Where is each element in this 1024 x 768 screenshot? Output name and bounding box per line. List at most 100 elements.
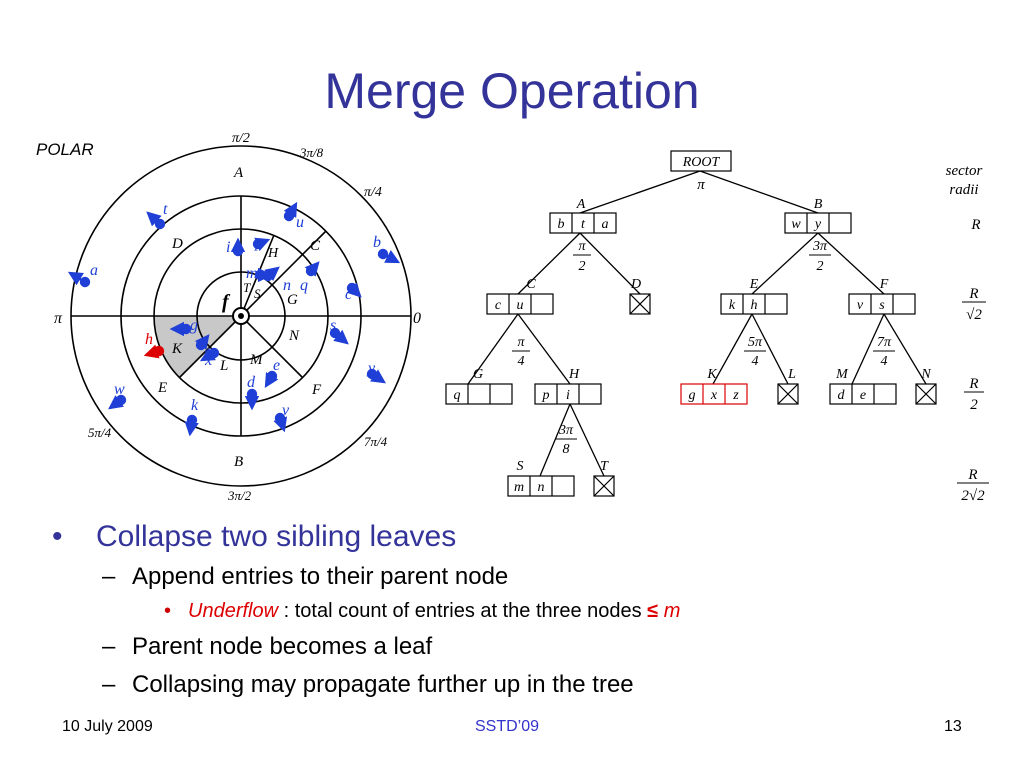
label-t: t: [163, 201, 168, 218]
angle-pi: π: [54, 310, 63, 327]
node-s-label: S: [517, 459, 524, 474]
label-e: e: [273, 357, 280, 374]
svg-text:2: 2: [970, 397, 978, 413]
point-v: [274, 412, 286, 424]
footer-date: 10 July 2009: [62, 718, 153, 735]
bullet-collapse-text: Collapse two sibling leaves: [96, 520, 457, 553]
node-h-entry-2: i: [566, 388, 570, 403]
root-label: ROOT: [682, 155, 721, 170]
svg-text:2: 2: [579, 259, 586, 274]
region-k: K: [171, 341, 183, 357]
point-g: [180, 323, 192, 335]
region-h: H: [267, 246, 279, 261]
point-q: [305, 265, 317, 277]
region-s: S: [254, 286, 261, 301]
bullet-underflow: •Underflow : total count of entries at t…: [164, 600, 681, 622]
region-d: D: [171, 236, 183, 252]
point-i: [232, 245, 244, 257]
node-b-label: B: [814, 197, 823, 212]
node-a-entry-3: a: [602, 217, 609, 232]
node-f-entry-2: s: [879, 298, 885, 313]
node-b-entry-2: y: [813, 217, 822, 232]
angle-5pi-4: 5π/4: [88, 425, 112, 440]
label-p: p: [254, 234, 263, 251]
svg-text:R: R: [968, 376, 978, 392]
node-b-box: [784, 212, 852, 234]
bullet-propagate-text: Collapsing may propagate further up in t…: [132, 671, 634, 698]
bullet-append: –Append entries to their parent node: [102, 563, 509, 590]
node-f-box: [848, 293, 916, 315]
region-c: C: [310, 238, 321, 254]
point-a: [79, 276, 91, 288]
svg-text:R: R: [968, 286, 978, 302]
angle-7pi-4: 7π/4: [364, 434, 388, 449]
node-k-entry-1: g: [689, 388, 696, 403]
point-z: [208, 347, 220, 359]
split-b: 3π 2: [809, 239, 831, 274]
label-h: h: [145, 331, 153, 348]
node-k-label: K: [706, 367, 717, 382]
polar-points: [67, 201, 401, 437]
node-k-entry-2: x: [710, 388, 718, 403]
node-s-entry-1: m: [514, 480, 524, 495]
node-t-label: T: [600, 459, 609, 474]
node-h-entry-1: p: [542, 388, 550, 403]
footer-venue: SSTD’09: [475, 718, 540, 735]
region-e: E: [157, 380, 167, 396]
node-m-entry-1: d: [838, 388, 846, 403]
node-d-label: D: [630, 277, 641, 292]
split-h: 3π 8: [555, 423, 577, 457]
node-c-label: C: [526, 277, 536, 292]
radius-level-2: R √2: [962, 286, 986, 323]
node-g-entry-1: q: [454, 388, 461, 403]
node-m-entry-2: e: [860, 388, 866, 403]
node-a-entry-1: b: [558, 217, 565, 232]
node-a-label: A: [576, 197, 586, 212]
angle-pi-quarter: π/4: [364, 185, 382, 200]
sector-header-2: radii: [949, 182, 978, 198]
footer-page-number: 13: [944, 718, 962, 735]
svg-text:3π: 3π: [558, 423, 574, 438]
region-m: M: [249, 352, 264, 368]
label-q: q: [300, 277, 308, 294]
center-label-f: f: [222, 291, 231, 313]
region-a: A: [233, 165, 244, 181]
label-u: u: [296, 214, 304, 231]
label-w: w: [114, 381, 125, 398]
node-l-label: L: [787, 367, 796, 382]
sector-header-1: sector: [946, 163, 983, 179]
label-y: y: [366, 360, 376, 377]
bullet-parent-leaf: –Parent node becomes a leaf: [102, 633, 433, 660]
label-b: b: [373, 234, 381, 251]
point-s: [329, 327, 341, 339]
node-root-box: [670, 150, 732, 172]
point-y: [366, 368, 378, 380]
svg-text:8: 8: [563, 442, 570, 457]
node-g-label: G: [473, 367, 483, 382]
svg-text:4: 4: [518, 354, 525, 369]
bullet-collapse: •Collapse two sibling leaves: [52, 520, 457, 553]
node-b-entry-1: w: [791, 217, 801, 232]
region-l: L: [219, 358, 228, 374]
svg-text:2: 2: [817, 259, 824, 274]
svg-text:4: 4: [881, 354, 888, 369]
radius-level-3: R 2: [964, 376, 984, 413]
node-f-label: F: [879, 277, 889, 292]
bullet-parent-leaf-text: Parent node becomes a leaf: [132, 633, 433, 660]
point-p: [252, 238, 264, 250]
bullet-append-text: Append entries to their parent node: [132, 563, 509, 590]
node-f-entry-1: v: [857, 298, 864, 313]
underflow-term: Underflow: [188, 600, 279, 622]
node-a-box: [549, 212, 617, 234]
split-c: π 4: [512, 335, 530, 369]
polar-label: POLAR: [36, 140, 94, 159]
node-c-box: [486, 293, 554, 315]
node-e-entry-1: k: [729, 298, 736, 313]
point-c: [346, 282, 358, 294]
point-h: [153, 345, 165, 357]
radius-level-1: R: [970, 217, 980, 233]
label-d: d: [247, 374, 256, 391]
label-s: s: [330, 317, 336, 334]
node-k-box: [680, 383, 748, 405]
